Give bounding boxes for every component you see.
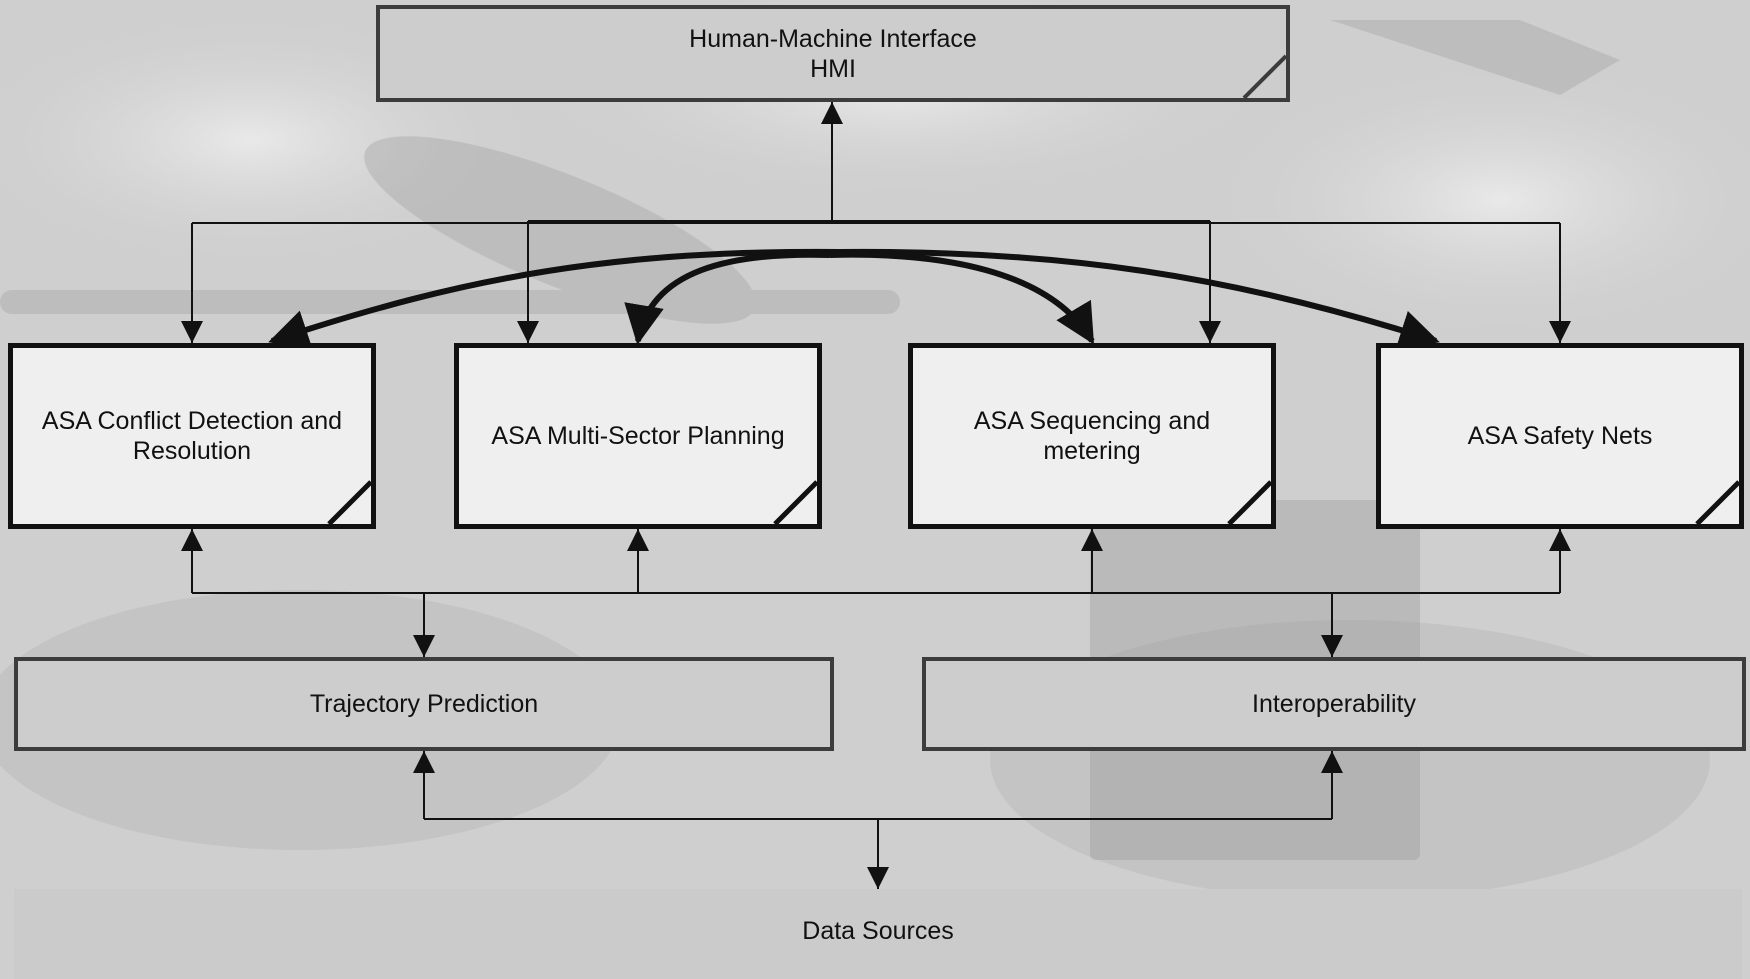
trajectory-prediction-label: Trajectory Prediction	[309, 689, 539, 718]
module-label-line1: ASA Multi-Sector Planning	[491, 422, 785, 450]
hmi-abbreviation: HMI	[810, 54, 856, 83]
folded-corner-icon	[327, 480, 371, 524]
interoperability-label: Interoperability	[1252, 689, 1416, 718]
module-label-line1: ASA Sequencing and	[973, 407, 1211, 435]
curved-arrow-to-conflict	[268, 248, 841, 349]
folded-corner-icon	[1227, 480, 1271, 524]
hmi-box: Human-Machine Interface HMI	[376, 5, 1290, 102]
module-label-line1: ASA Conflict Detection and	[41, 407, 343, 435]
curved-arrow-to-sequencing	[829, 251, 1095, 345]
asa-safety-nets-box: ASA Safety Nets	[1376, 343, 1744, 529]
curved-arrow-to-safetynets	[839, 248, 1440, 350]
data-sources-box: Data Sources	[14, 889, 1742, 979]
data-sources-label: Data Sources	[802, 916, 954, 945]
folded-corner-icon	[1695, 480, 1739, 524]
trajectory-prediction-box: Trajectory Prediction	[14, 657, 834, 751]
airliner-silhouette	[0, 136, 900, 324]
interoperability-box: Interoperability	[922, 657, 1746, 751]
asa-conflict-detection-box: ASA Conflict Detection and Resolution	[8, 343, 376, 529]
fighter-jet-silhouette	[1330, 20, 1620, 95]
folded-corner-icon	[773, 480, 817, 524]
module-label-line1: ASA Safety Nets	[1467, 422, 1653, 450]
module-label-line2: metering	[1043, 437, 1141, 465]
folded-corner-icon	[1242, 54, 1286, 98]
asa-multi-sector-planning-box: ASA Multi-Sector Planning	[454, 343, 822, 529]
hmi-title: Human-Machine Interface	[689, 24, 977, 53]
module-label-line2: Resolution	[132, 437, 252, 465]
curved-arrow-to-multisector	[624, 251, 831, 345]
asa-sequencing-metering-box: ASA Sequencing and metering	[908, 343, 1276, 529]
